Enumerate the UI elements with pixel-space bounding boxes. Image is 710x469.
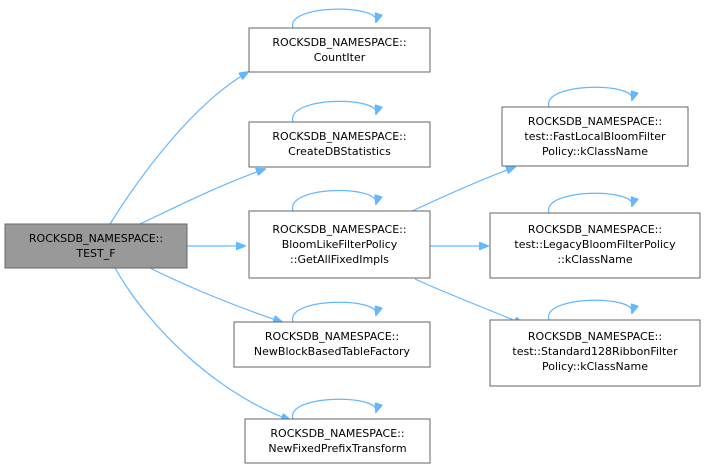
node-create-db-statistics-line1: ROCKSDB_NAMESPACE:: bbox=[272, 130, 406, 143]
node-standard128-ribbon[interactable]: ROCKSDB_NAMESPACE:: test::Standard128Rib… bbox=[489, 319, 701, 387]
node-standard128-ribbon-line2: test::Standard128RibbonFilter bbox=[512, 345, 678, 358]
edge-test-f-to-count-iter bbox=[109, 72, 248, 225]
self-loop-new-fixed-prefix-transform bbox=[292, 398, 377, 420]
self-loop-new-block-based-table-factory bbox=[292, 301, 377, 323]
self-loop-standard128-ribbon bbox=[548, 299, 633, 321]
node-count-iter-line2: CountIter bbox=[314, 51, 366, 64]
node-new-fixed-prefix-transform[interactable]: ROCKSDB_NAMESPACE:: NewFixedPrefixTransf… bbox=[244, 418, 431, 464]
self-loop-fast-local-bloom bbox=[548, 86, 633, 108]
node-fast-local-bloom-line1: ROCKSDB_NAMESPACE:: bbox=[528, 115, 662, 128]
edge-test-f-to-create-db-statistics bbox=[139, 169, 265, 225]
node-count-iter-line1: ROCKSDB_NAMESPACE:: bbox=[272, 36, 406, 49]
self-loop-count-iter bbox=[292, 8, 377, 29]
edges bbox=[109, 8, 633, 420]
node-new-block-based-table-factory[interactable]: ROCKSDB_NAMESPACE:: NewBlockBasedTableFa… bbox=[233, 321, 431, 368]
node-new-fixed-prefix-transform-line1: ROCKSDB_NAMESPACE:: bbox=[270, 427, 404, 440]
self-loop-get-all-fixed-impls bbox=[292, 189, 377, 212]
node-count-iter[interactable]: ROCKSDB_NAMESPACE:: CountIter bbox=[248, 27, 431, 73]
self-loop-legacy-bloom bbox=[548, 192, 633, 214]
node-new-fixed-prefix-transform-line2: NewFixedPrefixTransform bbox=[268, 442, 406, 455]
node-fast-local-bloom-line3: Policy::kClassName bbox=[542, 145, 648, 158]
node-create-db-statistics[interactable]: ROCKSDB_NAMESPACE:: CreateDBStatistics bbox=[248, 121, 431, 168]
node-test-f[interactable]: ROCKSDB_NAMESPACE:: TEST_F bbox=[4, 223, 188, 269]
edge-impls-to-standard128-ribbon bbox=[414, 278, 523, 324]
node-standard128-ribbon-line3: Policy::kClassName bbox=[542, 360, 648, 373]
node-legacy-bloom[interactable]: ROCKSDB_NAMESPACE:: test::LegacyBloomFil… bbox=[489, 212, 701, 279]
node-legacy-bloom-line1: ROCKSDB_NAMESPACE:: bbox=[528, 223, 662, 236]
node-legacy-bloom-line3: ::kClassName bbox=[557, 253, 632, 266]
node-legacy-bloom-line2: test::LegacyBloomFilterPolicy bbox=[514, 238, 676, 251]
node-get-all-fixed-impls-line2: BloomLikeFilterPolicy bbox=[282, 238, 398, 251]
self-loop-create-db-statistics bbox=[292, 100, 377, 123]
node-new-block-based-table-factory-line2: NewBlockBasedTableFactory bbox=[254, 345, 411, 358]
node-create-db-statistics-line2: CreateDBStatistics bbox=[288, 145, 391, 158]
node-fast-local-bloom-line2: test::FastLocalBloomFilter bbox=[524, 130, 666, 143]
edge-impls-to-fast-local-bloom bbox=[409, 167, 515, 213]
node-get-all-fixed-impls-line3: ::GetAllFixedImpls bbox=[290, 253, 389, 266]
node-test-f-line1: ROCKSDB_NAMESPACE:: bbox=[29, 232, 163, 245]
node-new-block-based-table-factory-line1: ROCKSDB_NAMESPACE:: bbox=[265, 330, 399, 343]
node-fast-local-bloom[interactable]: ROCKSDB_NAMESPACE:: test::FastLocalBloom… bbox=[501, 106, 689, 167]
node-standard128-ribbon-line1: ROCKSDB_NAMESPACE:: bbox=[528, 330, 662, 343]
node-test-f-line2: TEST_F bbox=[75, 247, 115, 260]
node-get-all-fixed-impls[interactable]: ROCKSDB_NAMESPACE:: BloomLikeFilterPolic… bbox=[248, 210, 431, 279]
node-get-all-fixed-impls-line1: ROCKSDB_NAMESPACE:: bbox=[272, 223, 406, 236]
edge-test-f-to-new-fixed-prefix-transform bbox=[114, 267, 290, 420]
edge-test-f-to-new-block-based-table-factory bbox=[149, 267, 282, 322]
